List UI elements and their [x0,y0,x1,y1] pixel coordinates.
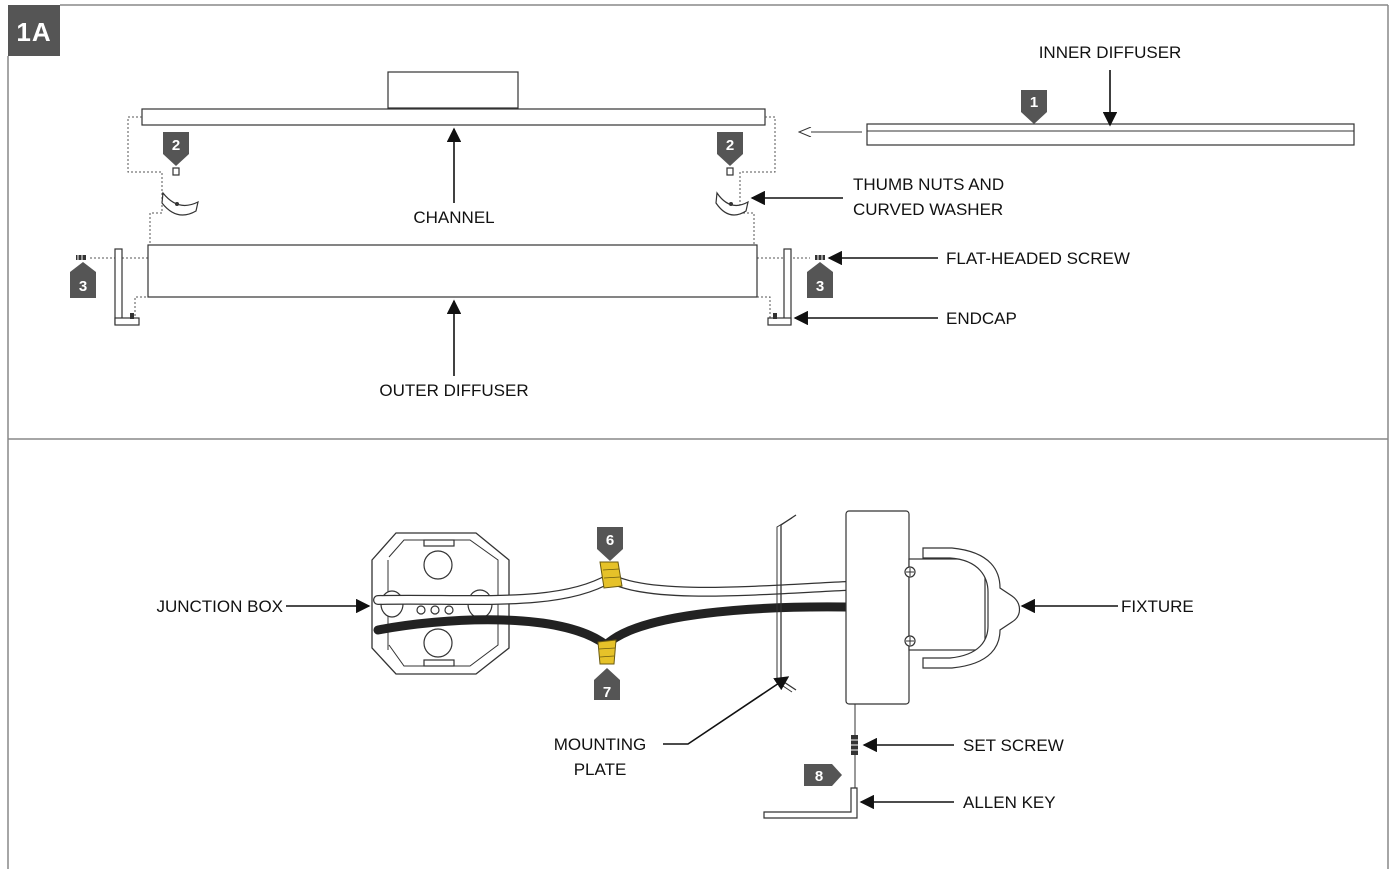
svg-text:2: 2 [726,137,734,154]
svg-text:8: 8 [815,768,823,785]
svg-text:3: 3 [816,278,824,295]
label-inner-diffuser: INNER DIFFUSER [1039,43,1182,62]
step-marker-3-right: 3 [807,262,833,298]
label-allen-key: ALLEN KEY [963,793,1056,812]
svg-text:7: 7 [603,684,611,701]
endcap-left [114,248,140,326]
endcap-right [767,248,792,326]
svg-text:2: 2 [172,137,180,154]
label-thumb-nuts-1: THUMB NUTS AND [853,175,1004,194]
label-set-screw: SET SCREW [963,736,1064,755]
thumb-nut-right [715,167,749,216]
outer-diffuser [147,244,758,298]
white-wire [373,573,847,606]
inner-diffuser [866,123,1355,146]
label-flat-screw: FLAT-HEADED SCREW [946,249,1130,268]
guide-right-upper [739,116,776,245]
arrow-mounting-plate [663,676,790,745]
step-marker-2-left: 2 [163,132,189,166]
svg-text:1: 1 [1030,94,1038,111]
step-marker-1: 1 [1021,90,1047,124]
label-thumb-nuts-2: CURVED WASHER [853,200,1003,219]
channel [141,108,766,126]
label-outer-diffuser: OUTER DIFFUSER [379,381,528,400]
top-panel: 1 2 2 3 3 INNER DIFFUSER CHANNEL THUMB N… [70,43,1355,400]
label-mounting-plate-1: MOUNTING [554,735,647,754]
canopy-box [387,71,519,109]
svg-text:6: 6 [606,532,614,549]
flat-screw-left [76,255,86,260]
step-marker-8: 8 [804,764,842,786]
guide-left-upper [127,116,163,245]
guide-right-lower [757,296,782,319]
guide-left-lower [122,296,150,319]
label-fixture: FIXTURE [1121,597,1194,616]
figure-frame [7,4,1389,869]
fixture [845,510,1021,740]
label-junction-box: JUNCTION BOX [156,597,283,616]
set-screw [851,735,858,788]
label-endcap: ENDCAP [946,309,1017,328]
black-wire [373,602,847,650]
step-marker-6: 6 [597,527,623,561]
allen-key [763,787,858,819]
figure-badge: 1A [8,5,60,56]
label-mounting-plate-2: PLATE [574,760,627,779]
flat-screw-right [815,255,825,260]
wire-nut-7 [597,639,617,665]
figure-label: 1A [16,17,51,47]
svg-text:3: 3 [79,278,87,295]
bottom-panel: 6 7 8 JUNCTION BOX FIXTURE MOUNTING PLAT… [156,510,1194,819]
step-marker-7: 7 [594,668,620,701]
thumb-nut-left [161,167,199,216]
label-channel: CHANNEL [413,208,494,227]
wire-nut-6 [599,561,623,589]
step-marker-3-left: 3 [70,262,96,298]
step-marker-2-right: 2 [717,132,743,166]
